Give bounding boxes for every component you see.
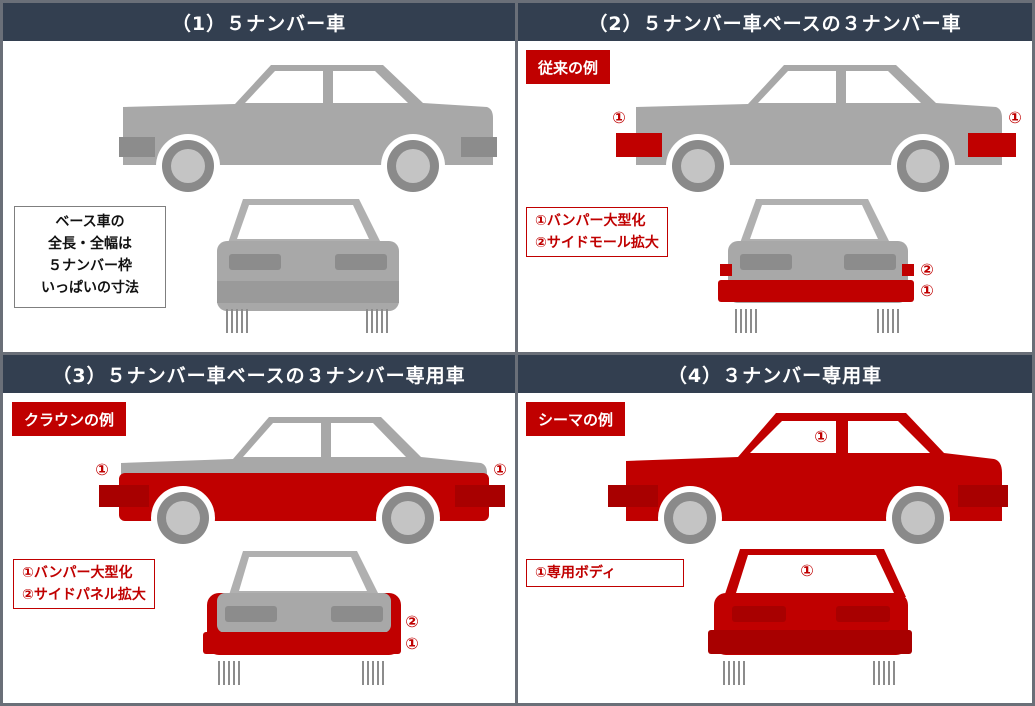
car-illustration — [99, 417, 505, 685]
marker-1: ① — [920, 281, 934, 300]
marker-1: ① — [405, 634, 419, 653]
panel-title: （4）３ナンバー専用車 — [518, 355, 1032, 393]
example-tag: 従来の例 — [526, 50, 611, 84]
marker-1: ① — [95, 460, 109, 479]
car-illustration — [616, 65, 1016, 333]
car-illustration — [119, 65, 497, 333]
panel-4: （4）３ナンバー専用車 — [518, 355, 1032, 703]
change-notes: ①バンパー大型化 ②サイドパネル拡大 — [13, 559, 155, 609]
panel-title: （1）５ナンバー車 — [3, 3, 515, 41]
change-notes: ①バンパー大型化 ②サイドモール拡大 — [526, 207, 668, 257]
panel-2: （2）５ナンバー車ベースの３ナンバー車 — [518, 3, 1032, 352]
panel-title: （3）５ナンバー車ベースの３ナンバー専用車 — [3, 355, 515, 393]
example-tag: クラウンの例 — [12, 402, 127, 436]
dimension-note-line: いっぱいの寸法 — [41, 280, 139, 296]
dimension-note-line: ５ナンバー枠 — [48, 258, 132, 274]
panel-3: （3）５ナンバー車ベースの３ナンバー専用車 — [3, 355, 515, 703]
change-note: ①バンパー大型化 — [22, 565, 133, 581]
marker-2: ② — [405, 612, 419, 631]
marker-1: ① — [612, 108, 626, 127]
example-tag: シーマの例 — [526, 402, 626, 436]
dimension-note: ベース車の 全長・全幅は ５ナンバー枠 いっぱいの寸法 — [14, 206, 166, 308]
change-note: ①専用ボディ — [535, 565, 616, 581]
marker-1: ① — [1008, 108, 1022, 127]
marker-1: ① — [493, 460, 507, 479]
marker-2: ② — [920, 260, 934, 279]
dimension-note-line: 全長・全幅は — [48, 236, 132, 252]
panel-title: （2）５ナンバー車ベースの３ナンバー車 — [518, 3, 1032, 41]
dimension-note-line: ベース車の — [55, 214, 125, 230]
panel-1: （1）５ナンバー車 — [3, 3, 515, 352]
car-illustration — [608, 413, 1008, 685]
change-note: ①バンパー大型化 — [535, 213, 646, 229]
change-note: ②サイドパネル拡大 — [22, 587, 146, 603]
marker-1: ① — [800, 561, 814, 580]
change-notes: ①専用ボディ — [526, 559, 684, 587]
marker-1: ① — [814, 427, 828, 446]
change-note: ②サイドモール拡大 — [535, 235, 659, 251]
